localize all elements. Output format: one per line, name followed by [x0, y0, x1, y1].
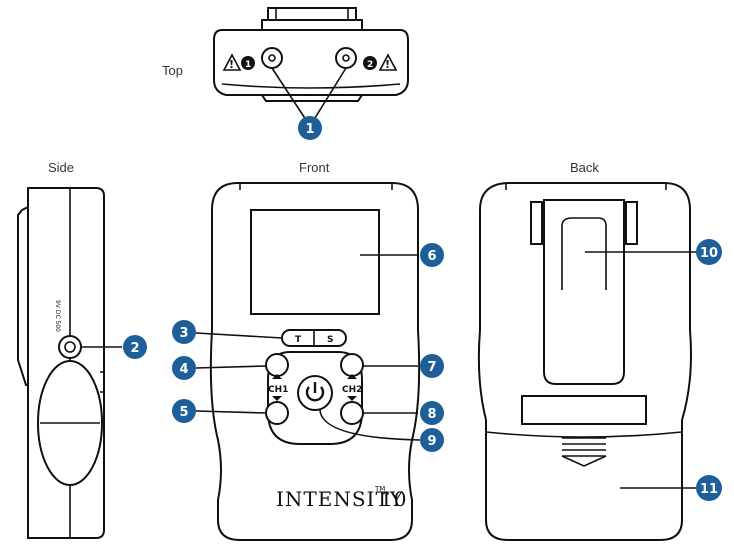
callout-3-number: 3: [179, 326, 188, 341]
callout-2: 2: [123, 335, 147, 359]
top-bottom-lip: [260, 94, 364, 102]
callout-10: 10: [696, 239, 722, 265]
back-view-device: [477, 182, 692, 541]
ch2-up-arrow-icon: [347, 374, 357, 379]
top-clip-lines: [275, 8, 349, 20]
clip-rail-right: [625, 201, 638, 245]
svg-text:!: !: [229, 58, 234, 71]
leader-4: [195, 365, 267, 369]
leader-1: [271, 67, 347, 127]
brand-name: INTENSITY: [276, 487, 404, 511]
callout-3: 3: [172, 320, 196, 344]
callout-6: 6: [420, 243, 444, 267]
battery-door-arrow-icon: [561, 455, 607, 467]
brand-model: 10: [380, 487, 407, 511]
belt-clip-tab: [561, 217, 607, 290]
callout-11-number: 11: [700, 482, 718, 497]
view-label-front: Front: [299, 160, 330, 175]
svg-text:!: !: [385, 58, 390, 71]
lcd-screen: [250, 209, 380, 315]
side-rating: 9V DC 500: [54, 300, 61, 332]
callout-5: 5: [172, 399, 196, 423]
ch1-up-button[interactable]: [265, 353, 289, 377]
ch1-down-arrow-icon: [272, 396, 282, 401]
callout-7: 7: [420, 354, 444, 378]
brand-trademark: TM: [374, 485, 385, 493]
callout-10-number: 10: [700, 246, 718, 261]
power-icon: [305, 382, 325, 402]
power-jack-inner: [64, 341, 76, 353]
output-number-2-icon: [363, 56, 377, 70]
top-clip-base: [261, 19, 363, 31]
top-body: [213, 29, 409, 96]
output-jack-1: [261, 47, 283, 69]
top-clip: [267, 7, 357, 21]
ch1-up-arrow-icon: [272, 374, 282, 379]
clip-rail-left: [530, 201, 543, 245]
top-body-edge: [221, 83, 401, 89]
view-label-top: Top: [162, 63, 183, 78]
callout-1: 1: [298, 116, 322, 140]
callout-4: 4: [172, 356, 196, 380]
view-label-back: Back: [570, 160, 599, 175]
output-jack-2-pin: [342, 54, 350, 62]
ch2-down-button[interactable]: [340, 401, 364, 425]
ch2-label: CH2: [342, 385, 362, 395]
output-number-1-icon: [241, 56, 255, 70]
ch1-label: CH1: [268, 385, 288, 395]
callout-2-number: 2: [130, 341, 139, 356]
power-jack: [58, 335, 82, 359]
side-view-device: 9V DC 500: [17, 187, 105, 539]
battery-door-grip: [562, 437, 606, 451]
callout-5-number: 5: [179, 405, 188, 420]
output-number-1: 1: [245, 60, 251, 70]
callout-4-number: 4: [179, 362, 188, 377]
ch1-down-button[interactable]: [265, 401, 289, 425]
output-jack-1-pin: [268, 54, 276, 62]
view-label-side: Side: [48, 160, 74, 175]
leader-3: [195, 332, 283, 339]
warning-icon-right: [378, 53, 398, 71]
callout-11: 11: [696, 475, 722, 501]
timer-button[interactable]: T: [295, 335, 302, 345]
battery-door-edge: [485, 431, 683, 438]
callout-9-number: 9: [427, 434, 436, 449]
leader-9: [319, 409, 421, 441]
output-number-2: 2: [367, 60, 373, 70]
warning-icon-left: [222, 53, 242, 71]
label-recess: [521, 395, 647, 425]
callout-7-number: 7: [427, 360, 436, 375]
leader-5: [195, 410, 267, 414]
callout-8: 8: [420, 401, 444, 425]
ch2-down-arrow-icon: [347, 396, 357, 401]
output-jack-2: [335, 47, 357, 69]
top-view-device: ! 1 2 !: [213, 7, 409, 102]
callout-6-number: 6: [427, 249, 436, 264]
callout-8-number: 8: [427, 407, 436, 422]
ch2-up-button[interactable]: [340, 353, 364, 377]
callout-1-number: 1: [305, 122, 314, 137]
setting-button[interactable]: S: [327, 335, 333, 345]
front-view-device: T S CH1 CH2 INTENSITY TM 10: [209, 182, 421, 541]
belt-clip: [543, 199, 625, 385]
callout-9: 9: [420, 428, 444, 452]
